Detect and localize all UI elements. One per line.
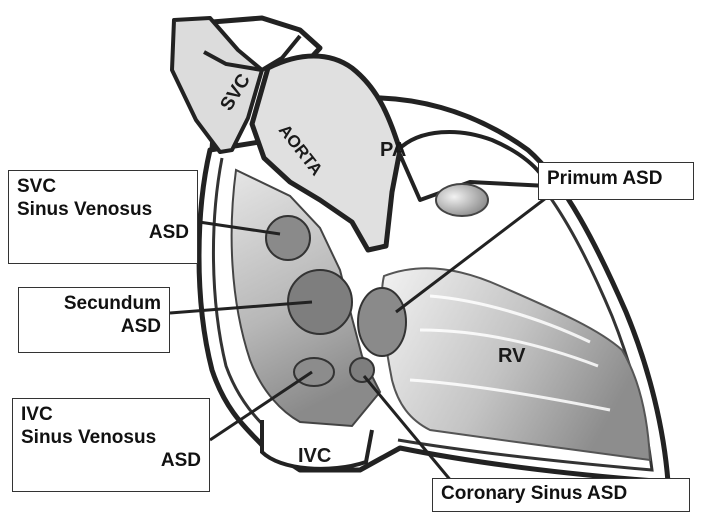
svc-sinus-venosus-line2: Sinus Venosus (17, 198, 189, 221)
ivc-label: IVC (298, 445, 331, 467)
coronary-sinus-defect (350, 358, 374, 382)
coronary-sinus-line1: Coronary Sinus ASD (441, 482, 681, 505)
svc-sinus-venosus-defect (266, 216, 310, 260)
secundum-callout: Secundum ASD (18, 287, 170, 353)
svc-sinus-venosus-line1: SVC (17, 175, 189, 198)
rv-label: RV (498, 345, 526, 367)
svc-sinus-venosus-line3: ASD (17, 221, 189, 244)
ivc-sinus-venosus-line1: IVC (21, 403, 201, 426)
primum-callout: Primum ASD (538, 162, 694, 200)
ivc-sinus-venosus-line2: Sinus Venosus (21, 426, 201, 449)
ivc-sinus-venosus-line3: ASD (21, 449, 201, 472)
ivc-sinus-venosus-callout: IVC Sinus Venosus ASD (12, 398, 210, 492)
pa-label: PA (380, 139, 406, 161)
secundum-line2: ASD (27, 315, 161, 338)
primum-defect (358, 288, 406, 356)
coronary-sinus-callout: Coronary Sinus ASD (432, 478, 690, 512)
secundum-line1: Secundum (27, 292, 161, 315)
pulmonary-valve (436, 184, 488, 216)
primum-line1: Primum ASD (547, 167, 685, 190)
svc-sinus-venosus-callout: SVC Sinus Venosus ASD (8, 170, 198, 264)
